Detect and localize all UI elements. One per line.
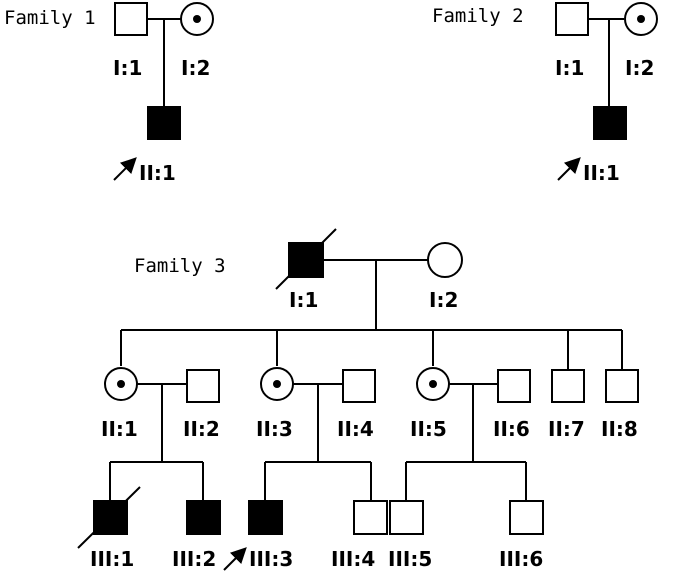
pedigree-individual: II:4 [337,369,376,441]
male-symbol [342,369,376,403]
pedigree-individual: III:6 [499,500,544,571]
individual-label: I:1 [289,288,318,312]
family-2-lines [588,18,624,107]
individual-label: I:2 [625,56,654,80]
pedigree-individual: III:5 [388,500,432,571]
carrier-dot [429,380,437,388]
family-2: Family 2 I:1 I:2 II:1 [432,2,658,185]
pedigree-individual: I:2 [427,242,463,312]
individual-label: III:6 [499,547,543,571]
proband-arrow [557,157,581,181]
pedigree-individual: I:1 [555,2,589,80]
individual-label: II:3 [256,417,293,441]
individual-label: II:6 [493,417,530,441]
pedigree-individual: II:7 [548,369,585,441]
individual-label: III:1 [90,547,134,571]
family-title: Family 2 [432,5,524,27]
pedigree-individual: I:2 [624,2,658,80]
female-symbol [427,242,463,278]
pedigree-individual: II:5 [410,367,450,441]
pedigree-individual: III:4 [331,500,388,571]
male-symbol-affected [147,106,181,140]
male-symbol-affected [593,106,627,140]
family-title: Family 3 [134,255,226,277]
pedigree-individual: I:2 [180,2,214,80]
male-symbol-affected [186,500,221,535]
male-symbol [186,369,220,403]
male-symbol-affected [248,500,283,535]
pedigree-individual: II:8 [601,369,639,441]
proband-arrow [113,157,137,181]
individual-label: II:1 [583,161,620,185]
male-symbol [509,500,544,535]
pedigree-individual: III:3 [223,500,293,571]
deceased-slash [77,486,141,549]
male-symbol [114,2,148,36]
proband-arrow [223,547,247,571]
pedigree-individual: I:1 [113,2,148,80]
pedigree-individual: II:1 [101,367,138,441]
male-symbol [605,369,639,403]
individual-label: I:1 [555,56,584,80]
individual-label: I:2 [429,288,458,312]
individual-label: III:3 [249,547,293,571]
individual-label: III:5 [388,547,432,571]
individual-label: I:2 [181,56,210,80]
carrier-dot [117,380,125,388]
male-symbol [353,500,388,535]
family-3: Family 3 [77,228,639,571]
individual-label: III:4 [331,547,375,571]
male-symbol [555,2,589,36]
pedigree-individual: II:2 [183,369,220,441]
individual-label: II:1 [101,417,138,441]
individual-label: II:5 [410,417,447,441]
pedigree-individual: II:1 [113,106,181,185]
family-3-lines [109,259,623,501]
carrier-dot [637,15,645,23]
male-symbol [497,369,531,403]
individual-label: II:1 [139,161,176,185]
pedigree-individual: III:1 [77,486,141,571]
male-symbol [389,500,424,535]
carrier-dot [273,380,281,388]
individual-label: II:2 [183,417,220,441]
pedigree-individual: II:6 [493,369,531,441]
individual-label: II:8 [601,417,638,441]
pedigree-individual: I:1 [275,228,337,312]
family-1: Family 1 I:1 I:2 II:1 [4,2,214,185]
pedigree-individual: II:1 [557,106,627,185]
deceased-slash [275,228,337,290]
family-title: Family 1 [4,7,96,29]
male-symbol [551,369,585,403]
individual-label: III:2 [172,547,216,571]
individual-label: I:1 [113,56,142,80]
family-1-lines [147,18,181,107]
individual-label: II:4 [337,417,374,441]
pedigree-individual: III:2 [172,500,221,571]
individual-label: II:7 [548,417,585,441]
carrier-dot [193,15,201,23]
pedigree-individual: II:3 [256,367,294,441]
